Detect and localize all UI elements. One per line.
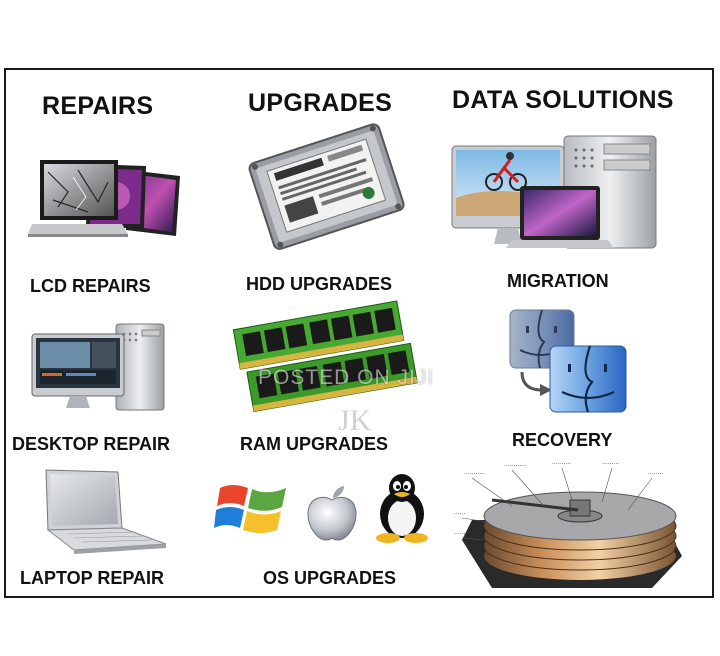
svg-text:······: ······ xyxy=(454,531,466,538)
svg-text:······: ······ xyxy=(454,511,466,518)
upgrades-heading: UPGRADES xyxy=(248,89,393,117)
ram-upgrades-label: RAM UPGRADES xyxy=(240,434,389,454)
finder-icon xyxy=(506,306,630,416)
watermark-mark: JK xyxy=(338,404,372,437)
svg-text:··········: ·········· xyxy=(552,461,571,468)
laptop-screens-icon xyxy=(28,152,188,252)
migration-label: MIGRATION xyxy=(507,271,609,291)
os-upgrades-label: OS UPGRADES xyxy=(263,568,397,588)
svg-text:············: ············ xyxy=(504,463,527,470)
svg-text:···········: ··········· xyxy=(464,471,485,478)
repairs-heading: REPAIRS xyxy=(42,92,154,120)
svg-text:········: ········ xyxy=(648,471,663,478)
recovery-label: RECOVERY xyxy=(512,430,613,450)
windows-logo xyxy=(214,478,292,538)
lcd-repairs-label: LCD REPAIRS xyxy=(30,276,151,296)
svg-text:·········: ········· xyxy=(602,461,619,468)
linux-tux-logo xyxy=(372,472,432,544)
computers-icon xyxy=(444,128,664,254)
apple-logo xyxy=(302,484,362,542)
ram-modules-icon xyxy=(232,298,422,422)
hard-drive-icon xyxy=(240,120,410,250)
hdd-upgrades-label: HDD UPGRADES xyxy=(246,274,393,294)
desktop-computer-icon xyxy=(30,322,170,414)
laptop-icon xyxy=(38,466,170,556)
opened-hard-disk-icon: ······················· ················… xyxy=(452,460,692,596)
laptop-repair-label: LAPTOP REPAIR xyxy=(20,568,165,588)
data-solutions-heading: DATA SOLUTIONS xyxy=(452,86,674,114)
desktop-repair-label: DESKTOP REPAIR xyxy=(12,434,171,454)
watermark-text: POSTED ON JIJI xyxy=(258,366,435,389)
